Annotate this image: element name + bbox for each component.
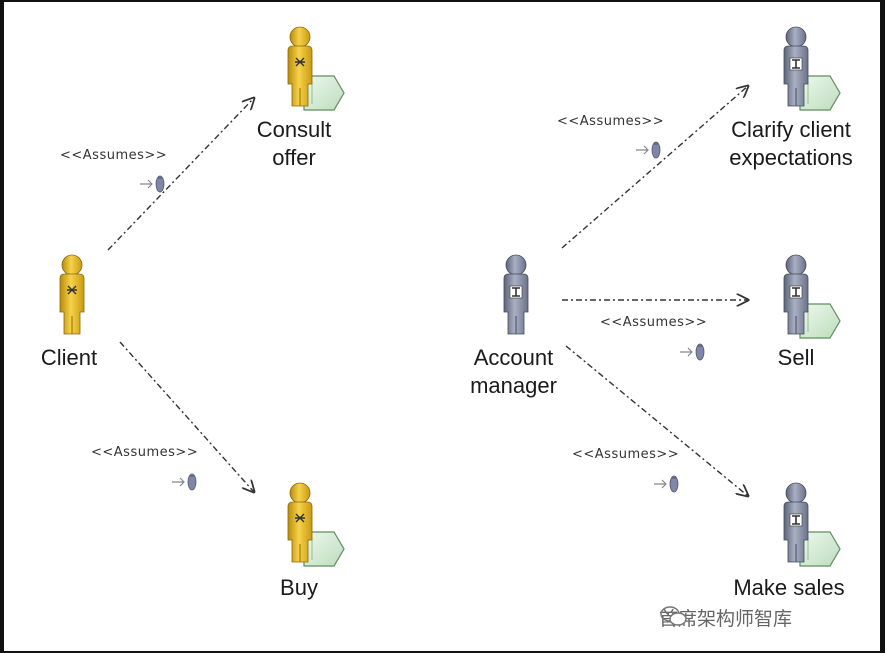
actor-figure-account-manager	[503, 254, 529, 335]
stereotype-label-buy: <<Assumes>>	[91, 445, 199, 460]
assumes-icon-buy	[172, 473, 197, 491]
relation-am-clarify	[561, 86, 748, 249]
actor-figure-client	[59, 254, 85, 335]
stereotype-label-consult: <<Assumes>>	[60, 148, 168, 163]
assumes-icon-clarify	[636, 141, 661, 159]
usecase-label-clarify: Clarify client expectations	[729, 117, 853, 170]
assumes-icon-sell	[680, 343, 705, 361]
actor-label-client: Client	[40, 345, 98, 370]
usecase-figure-sell-person	[783, 254, 809, 335]
stereotype-label-sell: <<Assumes>>	[600, 315, 708, 330]
stereotype-label-clarify: <<Assumes>>	[557, 114, 665, 129]
diagram-canvas: Client Account manager Consult offer Buy…	[4, 2, 880, 651]
usecase-label-buy: Buy	[280, 575, 318, 600]
assumes-icon-make-sales	[654, 475, 679, 493]
usecase-label-make-sales: Make sales	[733, 575, 845, 600]
actor-label-account-manager: Account manager	[470, 345, 557, 398]
usecase-label-sell: Sell	[777, 345, 815, 370]
wechat-icon	[660, 606, 687, 626]
usecase-figure-make-sales-person	[783, 482, 809, 563]
stereotype-label-make-sales: <<Assumes>>	[572, 447, 680, 462]
relation-client-consult	[107, 98, 254, 251]
watermark-text: 首席架构师智库	[659, 608, 793, 630]
relation-am-make-sales	[565, 345, 748, 496]
usecase-figure-buy-person	[287, 482, 313, 563]
relation-client-buy	[119, 341, 254, 492]
assumes-icon-consult	[140, 175, 165, 193]
usecase-figure-clarify-person	[783, 26, 809, 107]
watermark: 首席架构师智库	[659, 604, 792, 631]
usecase-figure-consult-offer-person	[287, 26, 313, 107]
diagram-svg	[59, 26, 841, 567]
usecase-label-consult-offer: Consult offer	[256, 117, 332, 170]
